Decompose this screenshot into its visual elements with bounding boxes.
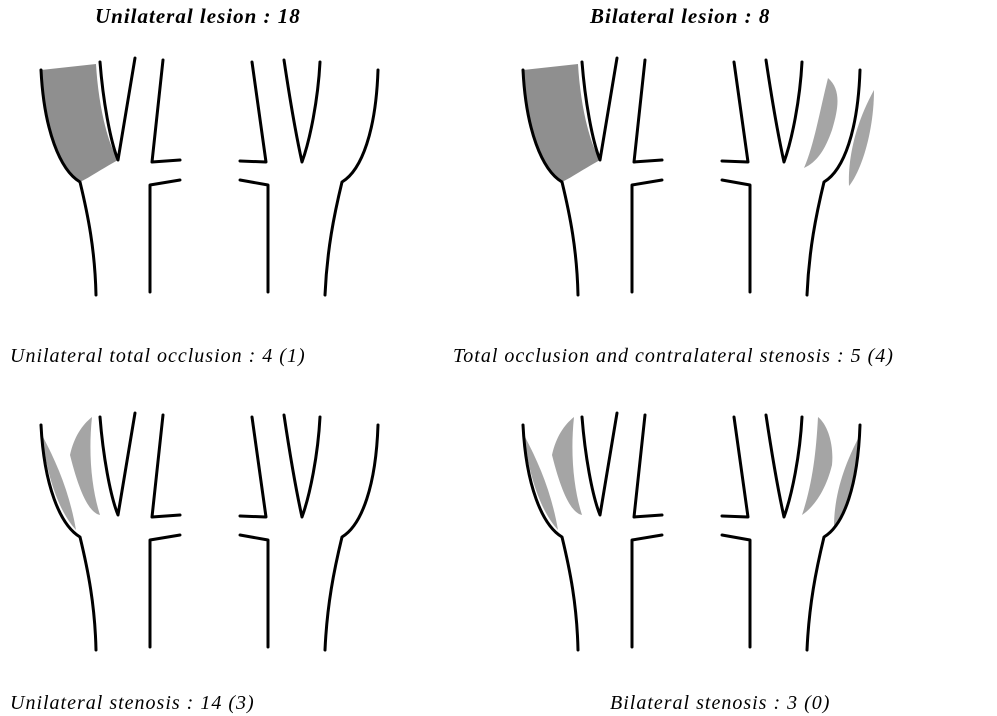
stenosis-plaque-outer	[42, 435, 76, 530]
stenosis-plaque-inner-left	[552, 417, 582, 515]
occlusion-plaque	[41, 64, 118, 182]
stenosis-plaque-inner	[804, 78, 838, 168]
diagram-occlusion-contralateral-stenosis	[523, 58, 874, 295]
stenosis-plaque-inner-right	[802, 417, 832, 515]
diagram-unilateral-total-occlusion	[41, 58, 378, 295]
diagram-unilateral-stenosis	[41, 413, 378, 650]
stenosis-plaque-outer-left	[524, 435, 558, 530]
occlusion-plaque	[523, 64, 600, 182]
stenosis-plaque-outer	[849, 90, 874, 186]
diagram-bilateral-stenosis	[523, 413, 860, 650]
stenosis-plaque-outer-right	[834, 435, 860, 527]
stenosis-plaque-inner	[70, 417, 100, 515]
